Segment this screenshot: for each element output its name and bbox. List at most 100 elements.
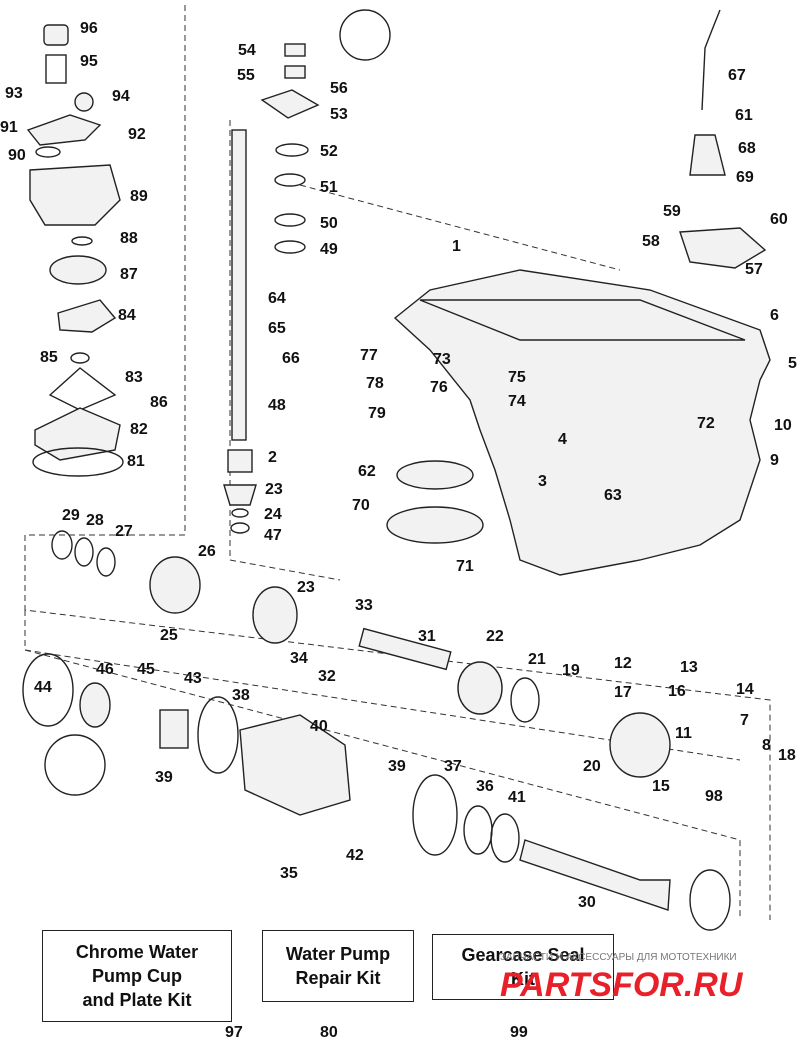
callout-9: 9 [770, 452, 779, 469]
part-18-bearing-carrier [609, 712, 671, 778]
callout-81: 81 [127, 453, 145, 470]
part-39-ring [197, 696, 239, 774]
callout-29: 29 [62, 507, 80, 524]
watermark-tagline: ЗАПЧАСТИ И АКСЕССУАРЫ ДЛЯ МОТОТЕХНИКИ [500, 952, 737, 963]
callout-89: 89 [130, 188, 148, 205]
callout-90: 90 [8, 147, 26, 164]
callout-67: 67 [728, 67, 746, 84]
part-37-washer [463, 805, 493, 855]
part-26-carrier [149, 556, 201, 614]
part-24-washer [231, 508, 249, 518]
callout-26: 26 [198, 543, 216, 560]
callout-32: 32 [318, 668, 336, 685]
callout-1: 1 [452, 238, 461, 255]
callout-95: 95 [80, 53, 98, 70]
callout-60: 60 [770, 211, 788, 228]
part-30-oring [689, 869, 731, 931]
callout-41: 41 [508, 789, 526, 806]
callout-66: 66 [282, 350, 300, 367]
callout-63: 63 [604, 487, 622, 504]
callout-30: 30 [578, 894, 596, 911]
part-29-seal [51, 530, 73, 560]
kit-water-pump-repair: Water Pump Repair Kit [262, 930, 414, 1002]
callout-87: 87 [120, 266, 138, 283]
callout-53: 53 [330, 106, 348, 123]
callout-5: 5 [788, 355, 797, 372]
callout-28: 28 [86, 512, 104, 529]
part-55-washer [284, 65, 306, 79]
callout-13: 13 [680, 659, 698, 676]
kit-water-pump-repair-title: Water Pump Repair Kit [285, 944, 391, 988]
callout-8: 8 [762, 737, 771, 754]
callout-78: 78 [366, 375, 384, 392]
callout-2: 2 [268, 449, 277, 466]
callout-39: 39 [388, 758, 406, 775]
callout-24: 24 [264, 506, 282, 523]
part-2-bearing [227, 449, 253, 473]
callout-58: 58 [642, 233, 660, 250]
part-68-boot [689, 134, 726, 176]
part-70-plate [386, 506, 484, 544]
callout-11: 11 [675, 725, 692, 742]
callout-59: 59 [663, 203, 681, 220]
callout-98: 98 [705, 788, 723, 805]
callout-44: 44 [34, 679, 52, 696]
callout-69: 69 [736, 169, 754, 186]
callout-76: 76 [430, 379, 448, 396]
callout-93: 93 [5, 85, 23, 102]
callout-85: 85 [40, 349, 58, 366]
callout-23: 23 [265, 481, 283, 498]
callout-37: 37 [444, 758, 462, 775]
part-58-cover [679, 227, 767, 269]
kit-gearcase-seal: Gearcase Seal Kit [432, 934, 614, 1000]
part-23-pinion [223, 484, 257, 506]
callout-21: 21 [528, 651, 546, 668]
callout-39: 39 [155, 769, 173, 786]
callout-71: 71 [456, 558, 474, 575]
callout-40: 40 [310, 718, 328, 735]
callout-6: 6 [770, 307, 779, 324]
callout-19: 19 [562, 662, 580, 679]
inset-circle-bottom [44, 734, 106, 796]
part-1-deck [419, 299, 746, 341]
callout-47: 47 [264, 527, 282, 544]
callout-51: 51 [320, 179, 338, 196]
callout-56: 56 [330, 80, 348, 97]
part-23-gear [252, 586, 298, 644]
callout-20: 20 [583, 758, 601, 775]
callout-70: 70 [352, 497, 370, 514]
callout-25: 25 [160, 627, 178, 644]
callout-35: 35 [280, 865, 298, 882]
callout-65: 65 [268, 320, 286, 337]
part-62-plate [396, 460, 474, 490]
callout-7: 7 [740, 712, 749, 729]
part-22-washer [510, 677, 540, 723]
part-91-plate [26, 114, 102, 146]
callout-45: 45 [137, 661, 155, 678]
part-82-plate [34, 407, 121, 461]
callout-57: 57 [745, 261, 763, 278]
part-49-bearing [274, 240, 306, 254]
callout-22: 22 [486, 628, 504, 645]
part-39-ring-2 [412, 774, 458, 856]
kit-chrome-water-pump-title: Chrome Water Pump Cup and Plate Kit [75, 942, 199, 1010]
part-38-housing [239, 714, 351, 816]
callout-4: 4 [558, 431, 567, 448]
callout-16: 16 [668, 683, 686, 700]
callout-17: 17 [614, 684, 632, 701]
part-31-shaft [358, 627, 452, 671]
part-43-bearing [159, 709, 189, 749]
part-53-retainer [260, 89, 320, 119]
callout-49: 49 [320, 241, 338, 258]
part-96-cap [43, 24, 69, 46]
part-87-cup [49, 255, 107, 285]
part-88-ring [71, 236, 93, 246]
kit-gearcase-seal-title: Gearcase Seal Kit [461, 945, 585, 989]
part-23-gear-rear [457, 661, 503, 715]
part-28-ring [74, 537, 94, 567]
callout-54: 54 [238, 42, 256, 59]
part-81-gasket [32, 447, 124, 477]
callout-14: 14 [736, 681, 754, 698]
callout-75: 75 [508, 369, 526, 386]
part-51-shims [274, 173, 306, 187]
